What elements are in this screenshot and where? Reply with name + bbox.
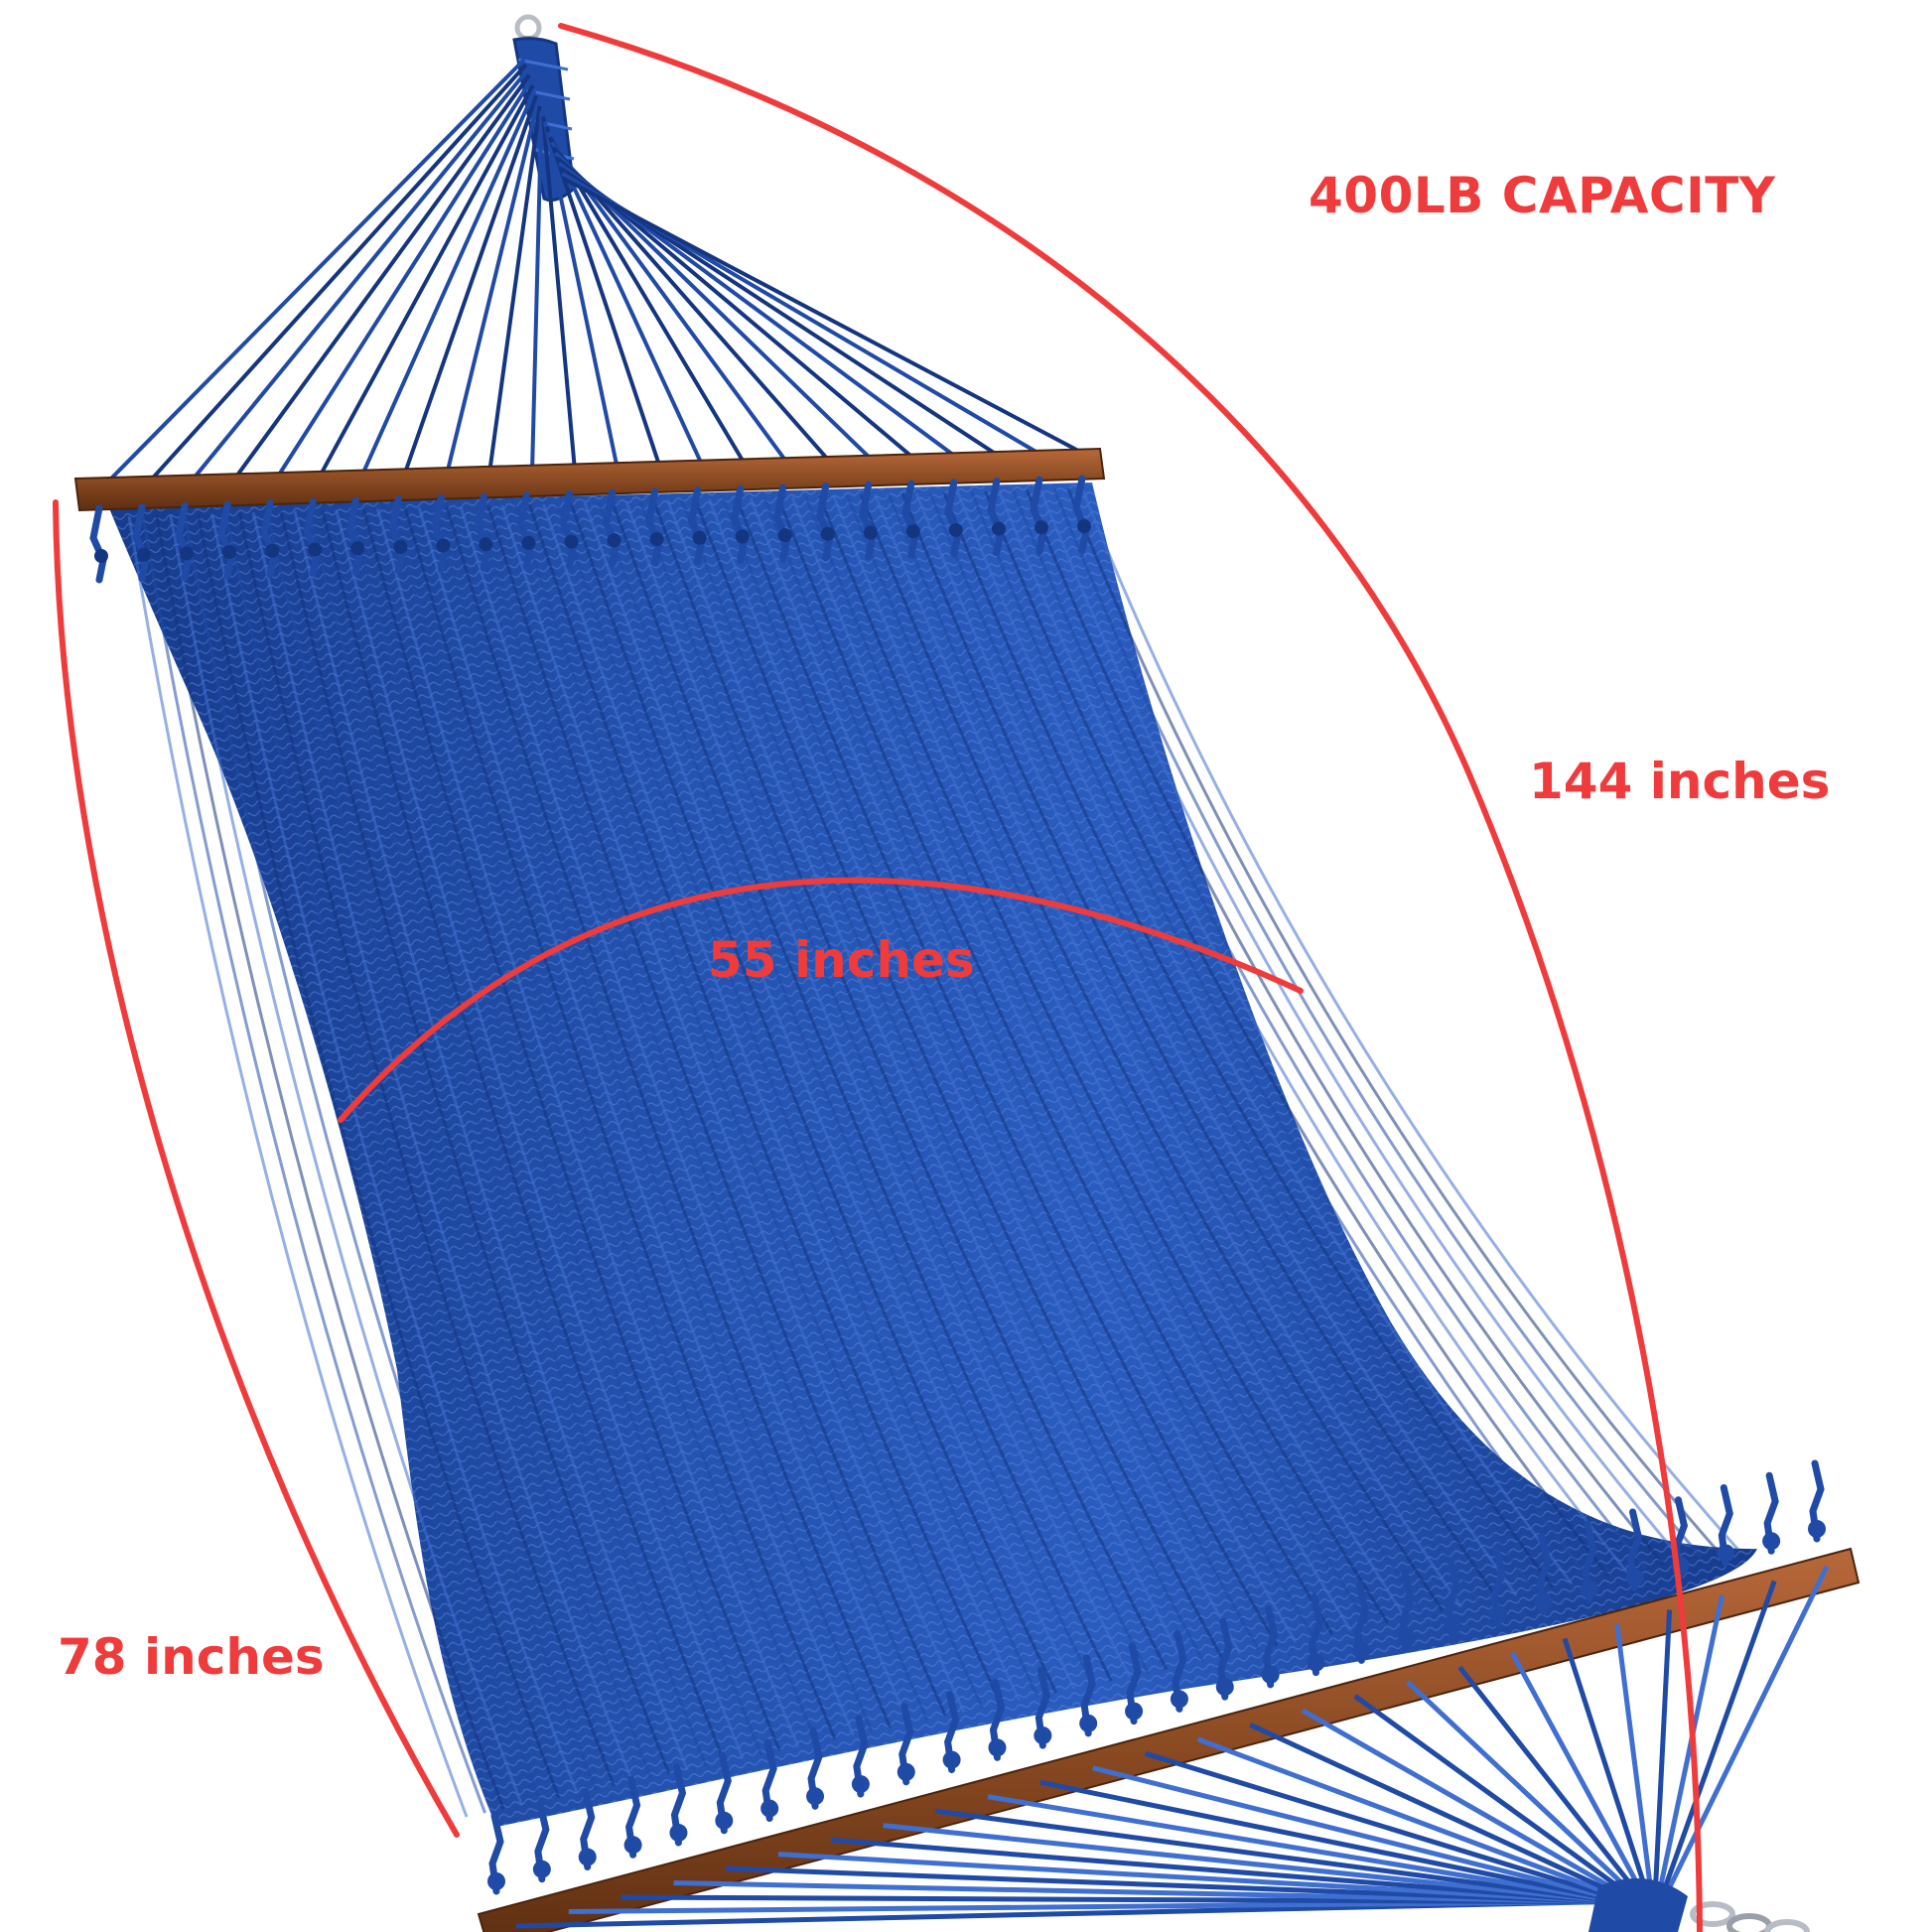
hammock-bed <box>109 483 1757 1827</box>
width-label: 55 inches <box>708 931 975 989</box>
top-suspension-ropes <box>107 58 1083 483</box>
width-arc <box>338 877 1304 1123</box>
bottom-suspension-ropes <box>515 1565 1830 1929</box>
capacity-label: 400LB CAPACITY <box>1309 167 1776 224</box>
top-spreader-bar <box>73 447 1106 584</box>
chain-icon <box>1588 1878 1810 1932</box>
bed-length-arc <box>53 499 460 1838</box>
bed-length-label: 78 inches <box>58 1628 325 1686</box>
length-label: 144 inches <box>1529 753 1831 810</box>
length-arc <box>558 23 1703 1932</box>
bottom-spreader-bar <box>477 1459 1861 1932</box>
